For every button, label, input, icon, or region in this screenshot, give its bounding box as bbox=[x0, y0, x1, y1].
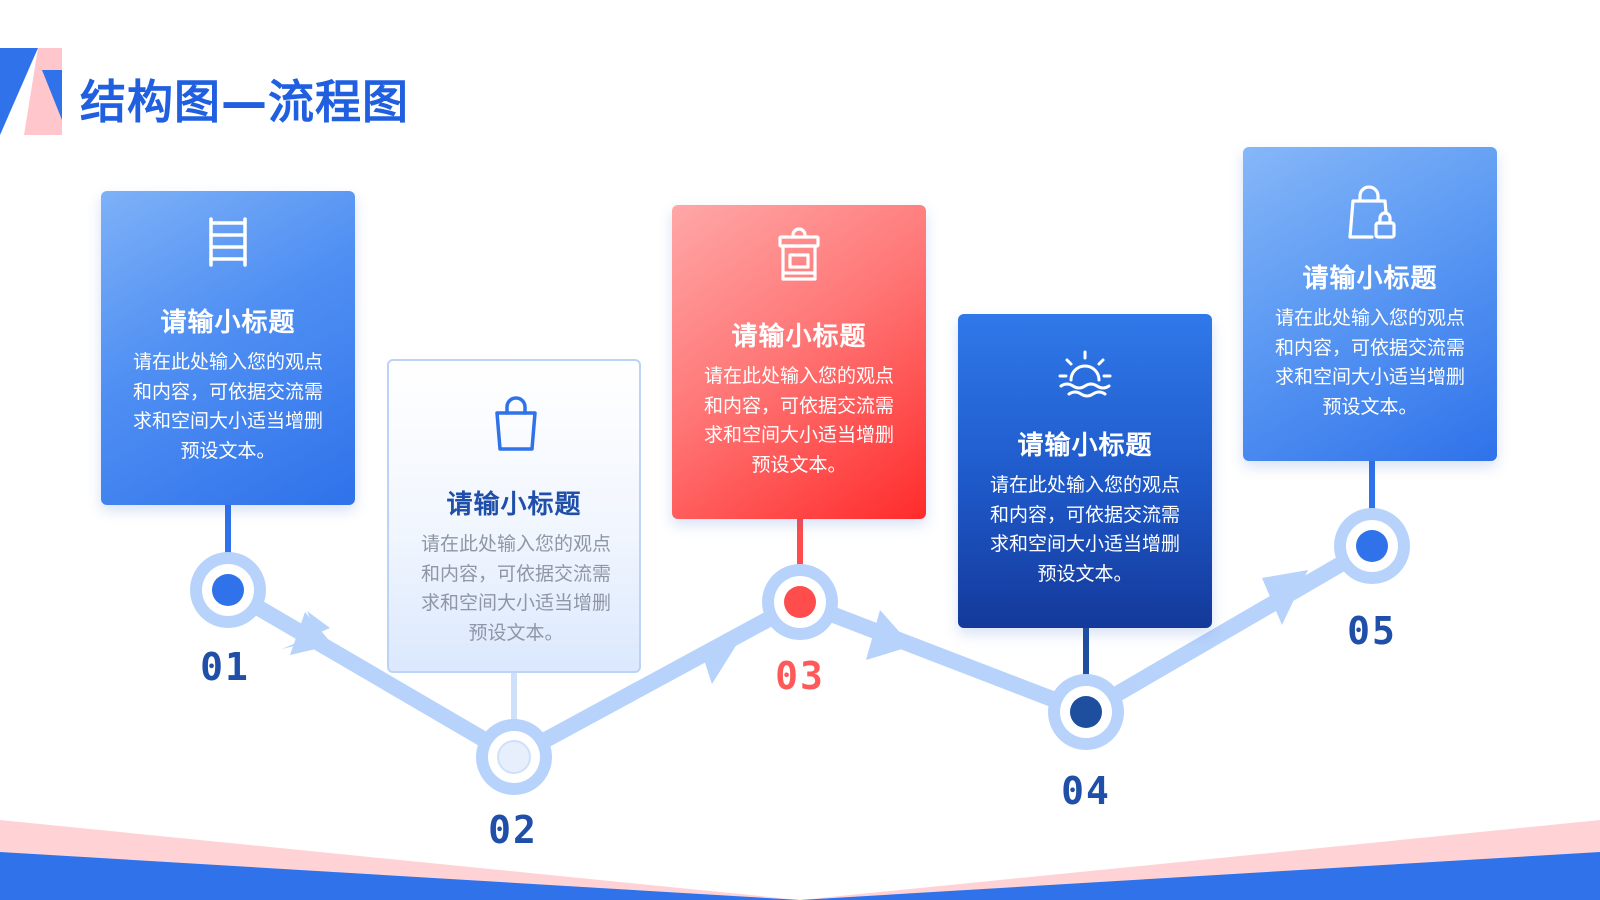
node-1 bbox=[190, 552, 266, 628]
slide-title: 结构图—流程图 bbox=[80, 75, 409, 129]
step-body: 请在此处输入您的观点和内容，可依据交流需求和空间大小适当增删预设文本。 bbox=[420, 533, 611, 644]
step-card-3: 请输小标题 请在此处输入您的观点和内容，可依据交流需求和空间大小适当增删预设文本… bbox=[672, 205, 926, 519]
node-3 bbox=[762, 564, 838, 640]
step-number-3: 03 bbox=[775, 654, 825, 698]
node-5 bbox=[1334, 508, 1410, 584]
ladder-icon bbox=[209, 217, 247, 267]
logo-mark-icon bbox=[0, 48, 62, 135]
step-title: 请输小标题 bbox=[446, 490, 582, 520]
locked-bag-icon bbox=[1348, 185, 1396, 239]
step-number-4: 04 bbox=[1061, 769, 1111, 813]
shopping-bag-icon bbox=[495, 396, 537, 451]
arrow-2 bbox=[700, 636, 742, 684]
step-number-1: 01 bbox=[200, 645, 250, 689]
step-card-2: 请输小标题 请在此处输入您的观点和内容，可依据交流需求和空间大小适当增删预设文本… bbox=[387, 359, 641, 673]
step-body: 请在此处输入您的观点和内容，可依据交流需求和空间大小适当增删预设文本。 bbox=[132, 351, 323, 462]
step-number-2: 02 bbox=[488, 808, 538, 852]
step-card-5: 请输小标题 请在此处输入您的观点和内容，可依据交流需求和空间大小适当增删预设文本… bbox=[1243, 147, 1497, 461]
step-title: 请输小标题 bbox=[1017, 431, 1153, 461]
node-4 bbox=[1048, 674, 1124, 750]
step-body: 请在此处输入您的观点和内容，可依据交流需求和空间大小适当增删预设文本。 bbox=[989, 474, 1180, 585]
step-card-1: 请输小标题 请在此处输入您的观点和内容，可依据交流需求和空间大小适当增删预设文本… bbox=[101, 191, 355, 505]
step-number-5: 05 bbox=[1347, 609, 1397, 653]
step-title: 请输小标题 bbox=[731, 322, 867, 352]
arrow-3 bbox=[866, 610, 912, 660]
step-card-4: 请输小标题 请在此处输入您的观点和内容，可依据交流需求和空间大小适当增删预设文本… bbox=[958, 314, 1212, 628]
step-title: 请输小标题 bbox=[1302, 264, 1438, 294]
step-title: 请输小标题 bbox=[160, 308, 296, 338]
sunrise-icon bbox=[1058, 350, 1112, 398]
step-body: 请在此处输入您的观点和内容，可依据交流需求和空间大小适当增删预设文本。 bbox=[1274, 307, 1465, 418]
bottom-blue-band bbox=[0, 852, 1600, 900]
arrow-1b bbox=[290, 612, 333, 655]
step-body: 请在此处输入您的观点和内容，可依据交流需求和空间大小适当增删预设文本。 bbox=[703, 365, 894, 476]
trash-bin-icon bbox=[778, 227, 820, 281]
path-arrows bbox=[282, 570, 1308, 684]
node-2 bbox=[476, 719, 552, 795]
arrow-4 bbox=[1262, 570, 1308, 625]
